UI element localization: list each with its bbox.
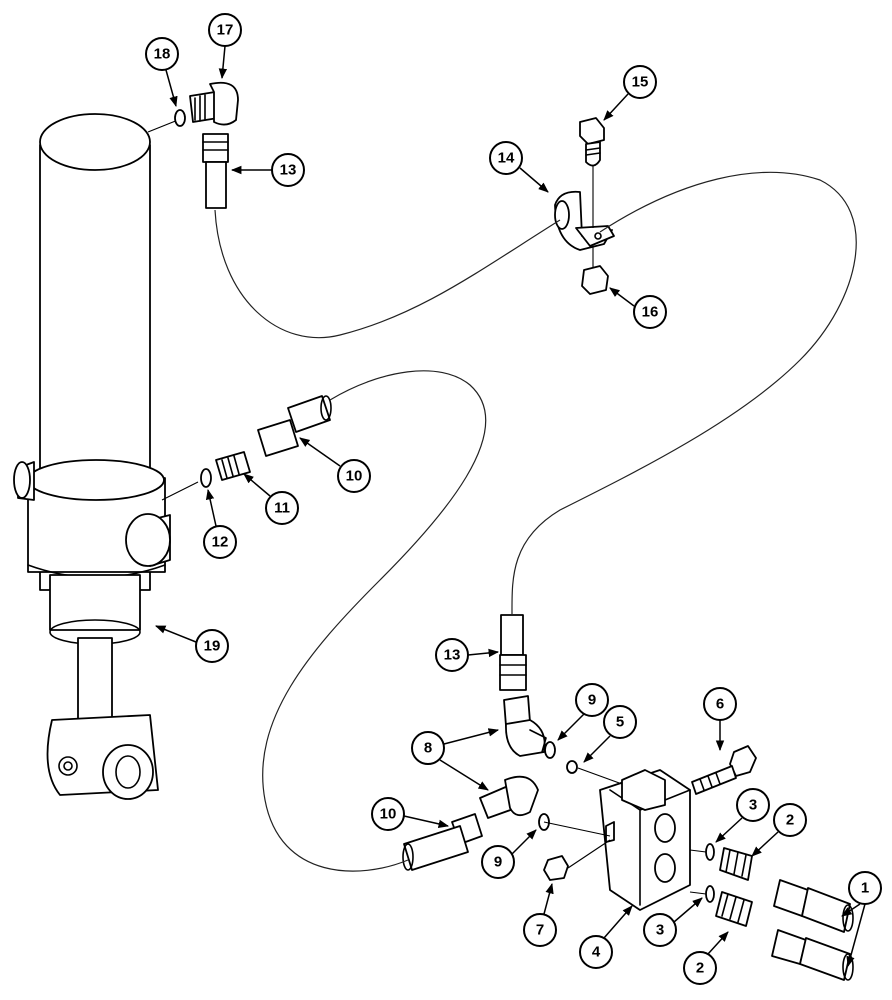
- valve-assembly: [402, 614, 854, 981]
- top-hose-assembly: [147, 81, 239, 209]
- svg-text:19: 19: [204, 638, 221, 655]
- o-ring-12: [200, 468, 212, 488]
- o-ring-18: [174, 109, 186, 127]
- callouts: 1 2 2 3 3 4 5 6 7 8 9 9 10 10 11 12: [145, 13, 882, 985]
- svg-text:3: 3: [749, 797, 757, 814]
- svg-text:12: 12: [212, 534, 229, 551]
- callout-5: 5: [583, 705, 637, 763]
- callout-3: 3: [715, 788, 770, 843]
- hose-lines: [214, 171, 857, 872]
- svg-text:2: 2: [786, 812, 794, 829]
- callout-17: 17: [208, 13, 242, 80]
- adapter-11: [215, 451, 251, 481]
- callout-2: 2: [751, 803, 807, 857]
- svg-text:10: 10: [380, 806, 397, 823]
- svg-text:3: 3: [656, 922, 664, 939]
- callout-8: 8: [411, 728, 500, 791]
- svg-text:13: 13: [444, 647, 461, 664]
- svg-text:9: 9: [494, 854, 502, 871]
- callout-19: 19: [155, 625, 229, 663]
- callout-14: 14: [489, 141, 549, 193]
- callout-10: 10: [299, 437, 371, 493]
- svg-text:18: 18: [154, 46, 171, 63]
- svg-text:11: 11: [274, 500, 290, 517]
- callout-13: 13: [230, 153, 305, 187]
- hose-clamp-assembly: [554, 117, 615, 295]
- svg-text:16: 16: [642, 304, 659, 321]
- middle-hose-assembly: [161, 395, 332, 501]
- svg-text:7: 7: [536, 922, 544, 939]
- callout-11: 11: [243, 473, 299, 525]
- callout-10-lower: 10: [371, 797, 450, 831]
- callout-9: 9: [557, 683, 609, 741]
- svg-text:10: 10: [346, 468, 363, 485]
- svg-text:6: 6: [716, 696, 724, 713]
- callout-7: 7: [523, 882, 557, 947]
- callout-16: 16: [609, 287, 667, 329]
- svg-text:17: 17: [217, 22, 234, 39]
- svg-text:9: 9: [588, 692, 596, 709]
- svg-text:4: 4: [592, 944, 601, 961]
- callout-13-lower: 13: [435, 638, 500, 672]
- callout-18: 18: [145, 37, 179, 108]
- callout-15: 15: [603, 65, 657, 121]
- svg-text:13: 13: [280, 162, 297, 179]
- callout-4: 4: [579, 905, 633, 969]
- hydraulic-cylinder: [13, 113, 171, 800]
- callout-3-lower: 3: [643, 897, 703, 947]
- svg-text:8: 8: [424, 740, 432, 757]
- callout-2-lower: 2: [683, 931, 729, 985]
- svg-text:14: 14: [498, 150, 515, 167]
- svg-text:2: 2: [696, 960, 704, 977]
- callout-12: 12: [203, 488, 237, 559]
- svg-text:15: 15: [632, 74, 649, 91]
- callout-9-lower: 9: [481, 829, 537, 879]
- svg-text:1: 1: [861, 880, 869, 897]
- callout-1: 1: [841, 871, 882, 968]
- callout-6: 6: [703, 687, 737, 752]
- svg-text:5: 5: [616, 714, 624, 731]
